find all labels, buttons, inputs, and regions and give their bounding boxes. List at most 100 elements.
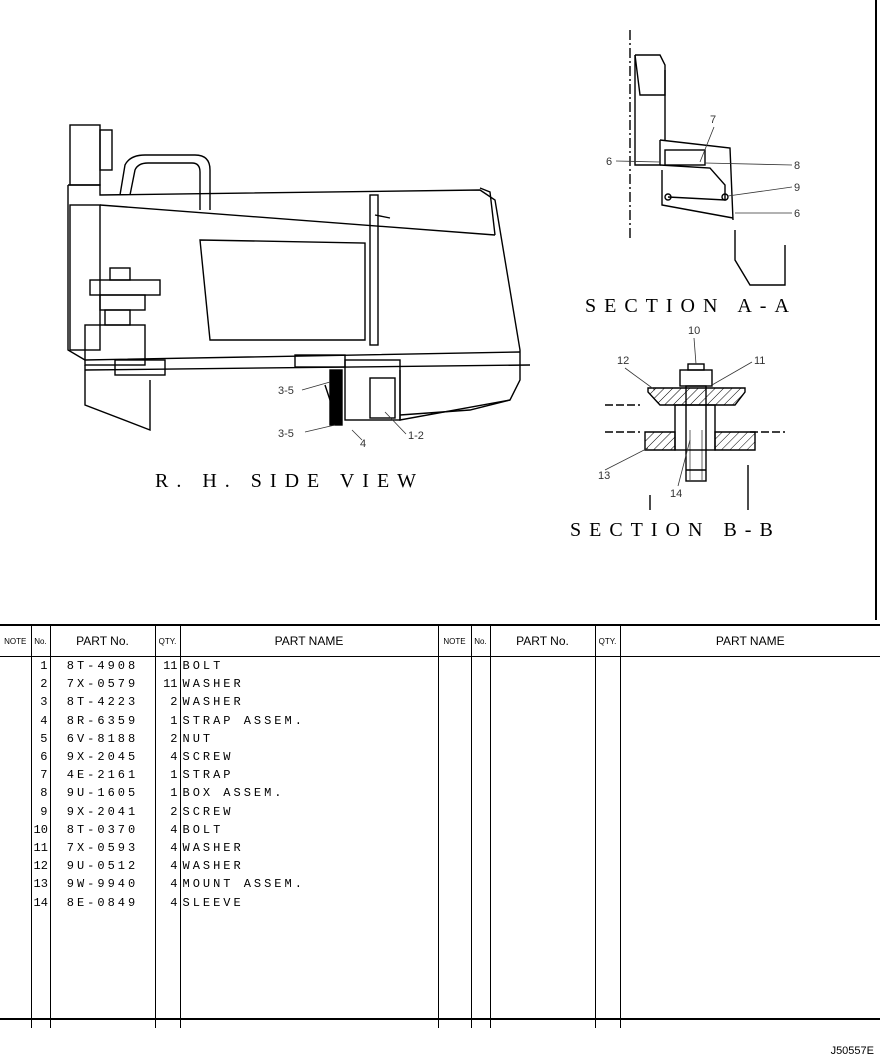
part-name: SCREW <box>179 802 438 821</box>
part-number: 9X-2041 <box>49 802 155 821</box>
note-cell <box>0 748 31 766</box>
table-row-empty <box>0 911 880 1028</box>
item-no: 8 <box>30 784 50 803</box>
item-no: 1 <box>30 656 50 676</box>
note-cell <box>0 857 31 875</box>
parts-table: NOTE No. PART No. QTY. PART NAME NOTE No… <box>0 624 880 1028</box>
part-number: 8T-4908 <box>49 656 155 676</box>
item-no: 3 <box>30 693 50 712</box>
header-part-no-left: PART No. <box>49 624 155 657</box>
header-qty-left: QTY. <box>154 624 180 657</box>
quantity: 1 <box>154 784 180 803</box>
note-cell <box>0 766 31 784</box>
callout-aa-6-lower: 6 <box>794 208 800 220</box>
callout-bb-14: 14 <box>670 488 682 500</box>
table-bottom-border <box>0 1018 880 1020</box>
section-bb-drawing <box>605 363 785 510</box>
quantity: 11 <box>154 675 180 694</box>
quantity: 4 <box>154 893 180 912</box>
note-cell <box>0 803 31 821</box>
part-number: 9X-2045 <box>49 747 155 767</box>
section-aa-drawing <box>629 30 786 286</box>
side-view-label: R. H. SIDE VIEW <box>155 470 425 492</box>
item-no: 14 <box>30 893 50 912</box>
note-cell <box>0 693 31 711</box>
callout-3-5-lower: 3-5 <box>278 428 294 440</box>
section-aa-label: SECTION A-A <box>585 295 797 317</box>
part-number: 8R-6359 <box>49 711 155 730</box>
callout-aa-7: 7 <box>710 114 716 126</box>
part-number: 7X-0579 <box>49 675 155 694</box>
item-no: 13 <box>30 875 50 894</box>
table-header-row: NOTE No. PART No. QTY. PART NAME NOTE No… <box>0 624 880 657</box>
item-no: 12 <box>30 857 50 876</box>
section-bb-label: SECTION B-B <box>570 519 781 541</box>
part-number: 8E-0849 <box>49 893 155 912</box>
header-part-name-right: PART NAME <box>619 624 880 657</box>
header-note-left: NOTE <box>0 624 31 657</box>
header-no-left: No. <box>30 624 50 657</box>
part-number: 4E-2161 <box>49 766 155 785</box>
part-number: 9U-1605 <box>49 784 155 803</box>
header-qty-right: QTY. <box>594 624 620 657</box>
quantity: 4 <box>154 857 180 876</box>
quantity: 2 <box>154 802 180 821</box>
header-part-name-left: PART NAME <box>179 624 438 657</box>
quantity: 4 <box>154 838 180 858</box>
part-name: WASHER <box>179 857 438 876</box>
document-id: J50557E <box>830 1045 874 1057</box>
part-number: 8T-4223 <box>49 693 155 712</box>
part-name: STRAP ASSEM. <box>179 711 438 730</box>
quantity: 4 <box>154 820 180 839</box>
quantity: 1 <box>154 766 180 785</box>
part-name: SCREW <box>179 747 438 767</box>
part-name: BOLT <box>179 820 438 839</box>
item-no: 6 <box>30 747 50 767</box>
note-cell <box>0 784 31 802</box>
item-no: 2 <box>30 675 50 694</box>
item-no: 11 <box>30 838 50 858</box>
header-no-right: No. <box>470 624 490 657</box>
part-name: NUT <box>179 729 438 748</box>
callout-1-2: 1-2 <box>408 430 424 442</box>
callout-4: 4 <box>360 438 366 450</box>
item-no: 9 <box>30 802 50 821</box>
callout-bb-10: 10 <box>688 325 700 337</box>
note-cell <box>0 821 31 839</box>
quantity: 4 <box>154 875 180 894</box>
part-name: SLEEVE <box>179 893 438 912</box>
part-name: WASHER <box>179 693 438 712</box>
parts-drawing: 3-5 3-5 4 1-2 6 7 8 9 6 <box>67 0 877 620</box>
note-cell <box>0 657 31 676</box>
item-no: 5 <box>30 729 50 748</box>
part-number: 7X-0593 <box>49 838 155 858</box>
quantity: 4 <box>154 747 180 767</box>
item-no: 4 <box>30 711 50 730</box>
callout-bb-12: 12 <box>617 355 629 367</box>
part-number: 6V-8188 <box>49 729 155 748</box>
note-cell <box>0 675 31 693</box>
note-cell <box>0 730 31 748</box>
item-no: 7 <box>30 766 50 785</box>
part-name: STRAP <box>179 766 438 785</box>
note-cell <box>0 875 31 893</box>
note-cell <box>0 839 31 857</box>
part-name: BOLT <box>179 656 438 676</box>
part-number: 9U-0512 <box>49 857 155 876</box>
callout-aa-9: 9 <box>794 182 800 194</box>
note-cell <box>0 893 31 911</box>
part-name: BOX ASSEM. <box>179 784 438 803</box>
quantity: 2 <box>154 693 180 712</box>
